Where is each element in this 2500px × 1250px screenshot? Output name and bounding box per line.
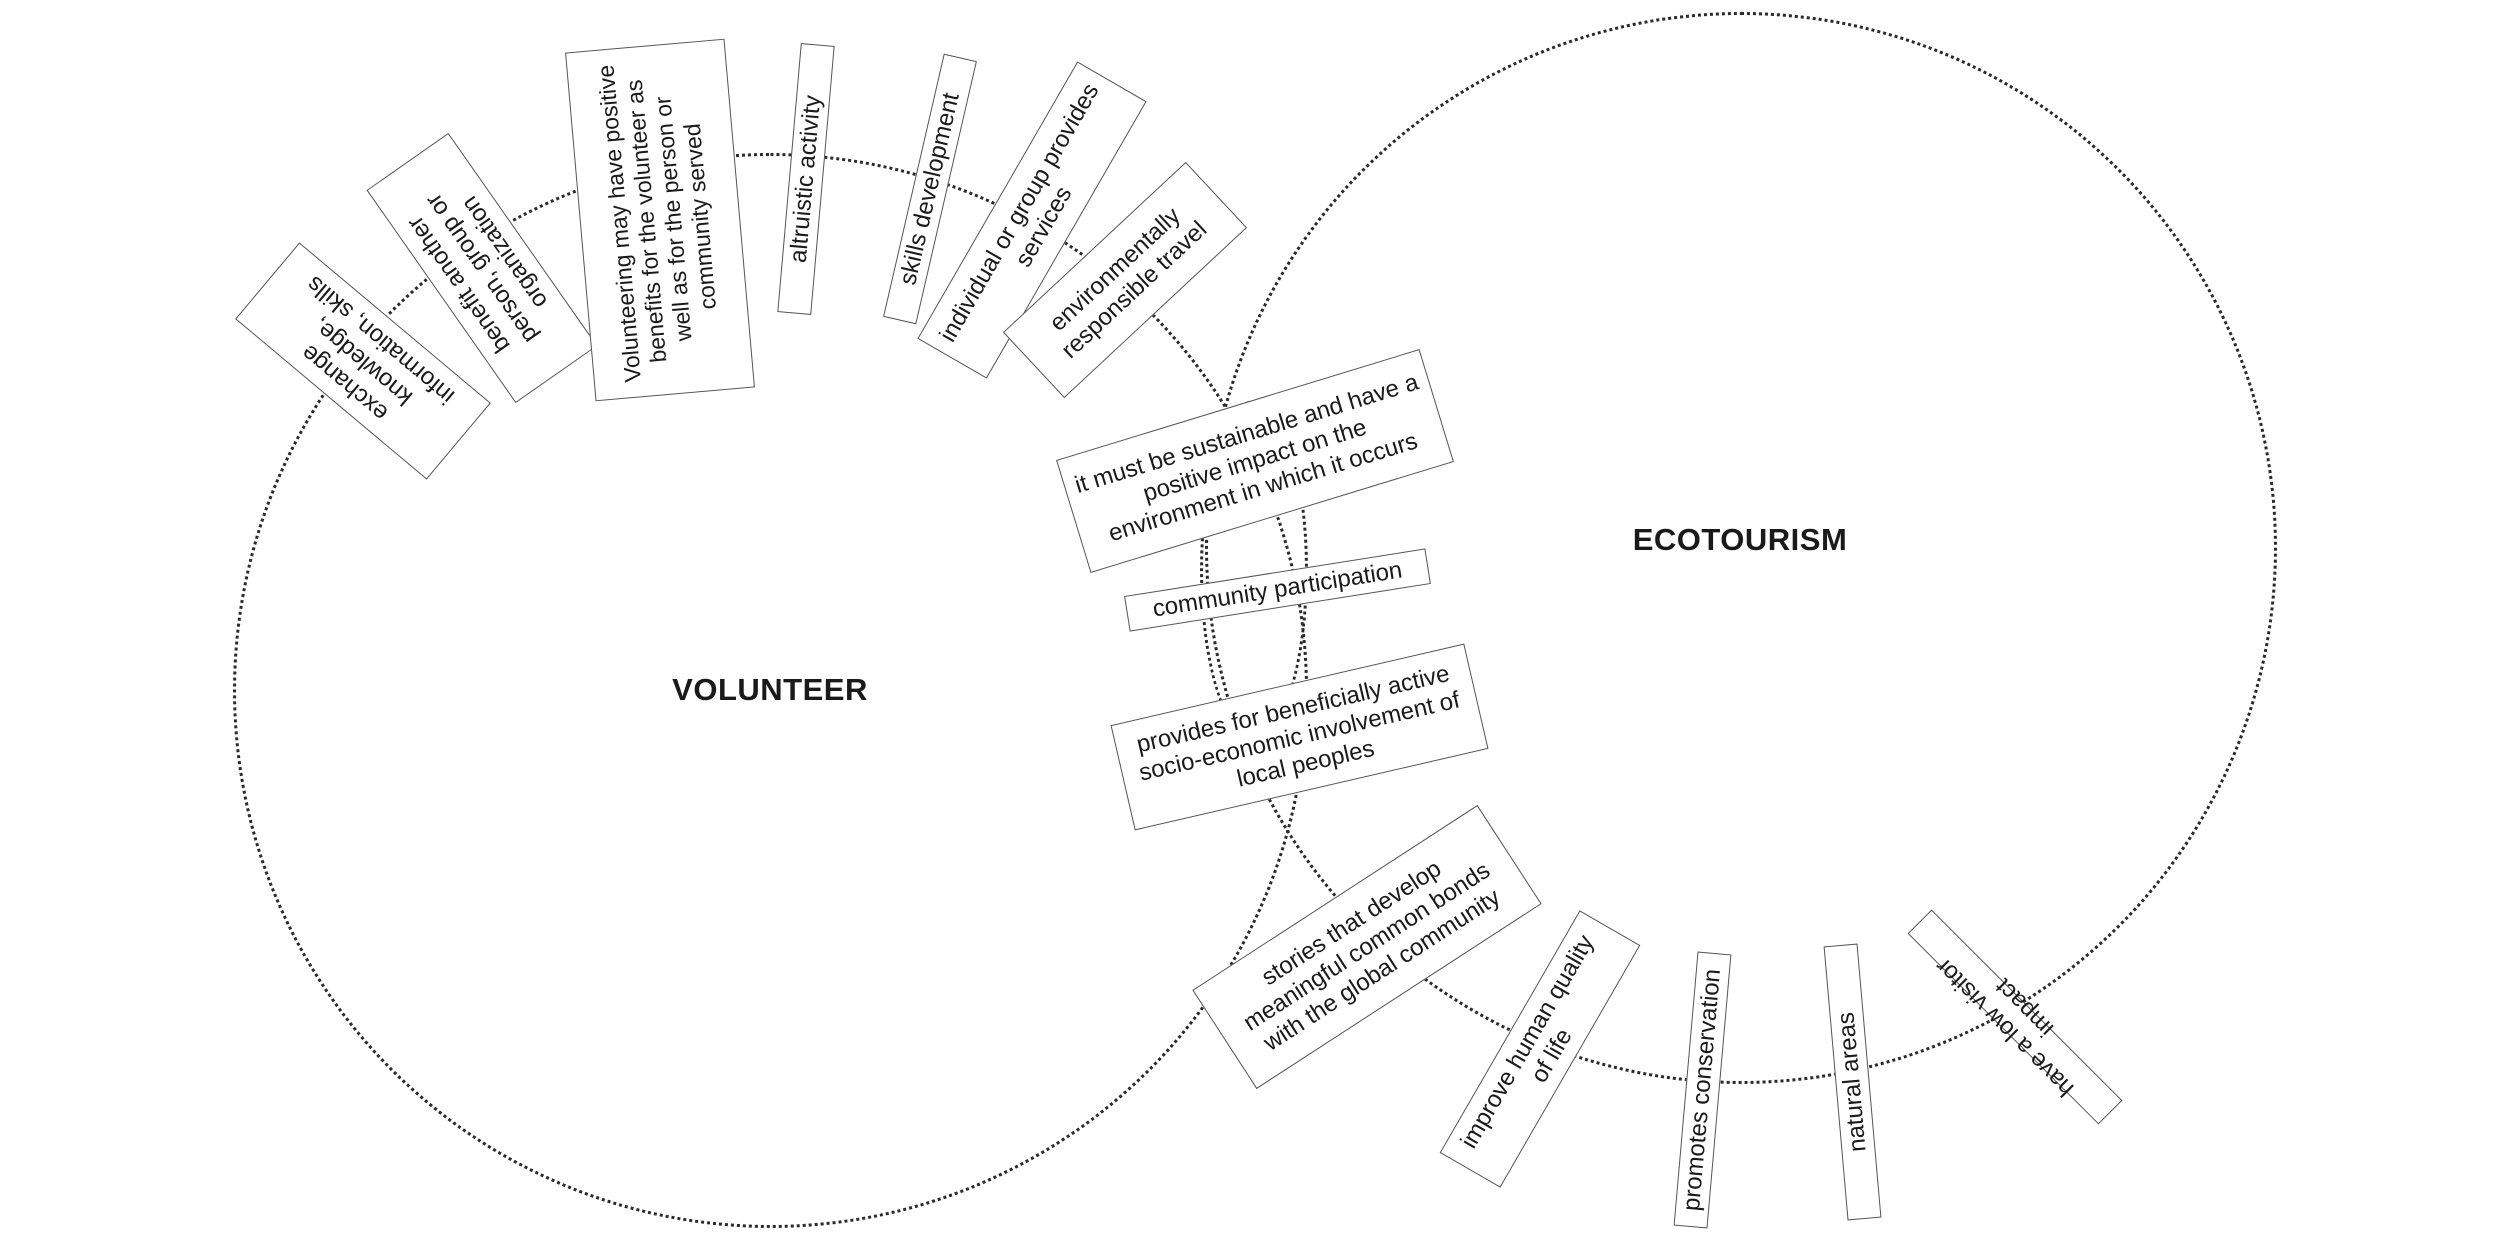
ecotourism-title: ECOTOURISM bbox=[1632, 522, 1848, 557]
volunteer-title: VOLUNTEER bbox=[672, 672, 868, 707]
label-volunteering-positive: Volunteering may have positive benefits … bbox=[565, 38, 755, 402]
